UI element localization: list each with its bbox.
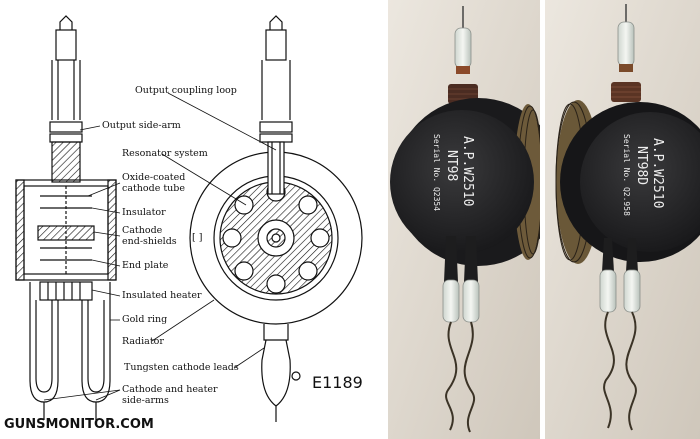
photo-left: A.P.W2510 NT98 Serial No. Q2354 xyxy=(388,0,562,439)
watermark: GUNSMONITOR.COM xyxy=(4,417,154,432)
label-leaders xyxy=(43,92,277,401)
label-cathode-heater-side-arms: Cathode and heater side-arms xyxy=(122,384,221,406)
svg-text:[ ]: [ ] xyxy=(192,232,202,243)
label-oxide-line2: cathode tube xyxy=(122,183,185,194)
label-cathode-end-shields: Cathode end-shields xyxy=(122,225,177,247)
side-section-view xyxy=(15,15,117,420)
photo-left-type: NT98 xyxy=(444,150,459,181)
label-shields-line2: end-shields xyxy=(122,236,177,247)
label-shields-line1: Cathode xyxy=(122,225,163,236)
label-output-side-arm: Output side-arm xyxy=(102,120,181,131)
figure-code: E1189 xyxy=(312,373,363,392)
label-arms-line1: Cathode and heater xyxy=(122,384,218,395)
label-insulated-heater: Insulated heater xyxy=(122,290,202,301)
label-gold-ring: Gold ring xyxy=(122,314,167,325)
photo-right: A.P.W2510 NT98D Serial No. Q2.958 xyxy=(545,0,700,439)
label-output-coupling-loop: Output coupling loop xyxy=(135,85,237,96)
photo-divider xyxy=(540,0,545,439)
photo-left-serial: Serial No. Q2354 xyxy=(432,134,441,211)
label-oxide-coated-cathode-tube: Oxide-coated cathode tube xyxy=(122,172,188,194)
label-insulator: Insulator xyxy=(122,207,166,218)
label-radiator: Radiator xyxy=(122,336,164,347)
label-oxide-line1: Oxide-coated xyxy=(122,172,185,183)
end-section-view xyxy=(189,15,363,422)
photo-left-model: A.P.W2510 xyxy=(460,136,475,206)
label-tungsten-cathode-leads: Tungsten cathode leads xyxy=(124,362,239,373)
label-end-plate: End plate xyxy=(122,260,169,271)
photo-right-type: NT98D xyxy=(634,146,649,185)
photo-right-serial: Serial No. Q2.958 xyxy=(622,134,631,216)
label-arms-line2: side-arms xyxy=(122,395,169,406)
label-resonator-system: Resonator system xyxy=(122,148,208,159)
photo-right-model: A.P.W2510 xyxy=(650,138,665,208)
